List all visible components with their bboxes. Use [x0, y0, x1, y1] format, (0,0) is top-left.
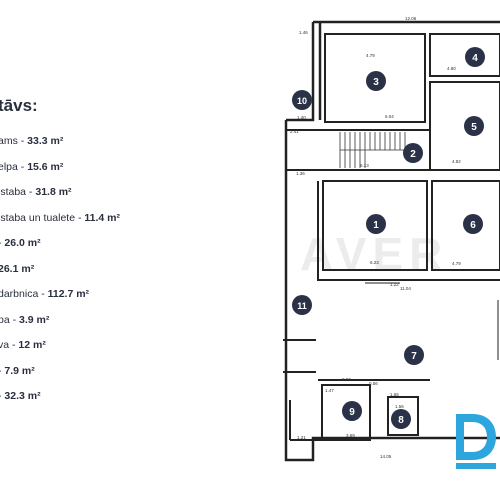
legend-item-label: darbnica -: [0, 288, 48, 300]
dim-label: 2.53: [342, 377, 351, 382]
room-badge-3: 3: [366, 71, 386, 91]
legend-item-area: 32.3 m²: [4, 390, 41, 402]
staircase: [339, 132, 410, 168]
svg-text:3: 3: [373, 77, 379, 88]
inner-walls: [283, 33, 500, 441]
room-badge-4: 4: [465, 47, 485, 67]
legend-item-label: elpa -: [0, 160, 28, 173]
dim-label: 1.46: [299, 30, 308, 35]
legend-item: ams - 33.3 m²: [0, 135, 63, 147]
dim-label: 1.47: [325, 388, 334, 393]
legend-item-label: ams -: [0, 135, 28, 147]
legend-item: - 26.0 m²: [0, 237, 41, 249]
dim-label: 4.82: [452, 159, 461, 164]
room-badge-10: 10: [292, 90, 312, 110]
legend-item-area: 33.3 m²: [27, 135, 64, 147]
dim-label: 3.69: [346, 433, 355, 438]
room-badge-1: 1: [366, 214, 386, 234]
legend-item: elpa - 15.6 m²: [0, 161, 63, 173]
svg-text:9: 9: [349, 407, 355, 418]
legend-item: - 7.9 m²: [0, 365, 35, 377]
dim-label: 6.13: [360, 163, 369, 168]
dim-label: 0.56: [369, 381, 378, 386]
window-marks: [336, 282, 499, 381]
legend-item-label: -: [0, 365, 4, 377]
legend-item-label: istaba un tualete -: [0, 211, 85, 224]
legend-item-area: 15.6 m²: [27, 160, 64, 173]
dim-label: 4.79: [452, 261, 461, 266]
room-badge-5: 5: [464, 116, 484, 136]
legend-item: 26.1 m²: [0, 263, 34, 275]
legend-item-label: -: [0, 237, 4, 249]
legend-title: tāvs:: [0, 96, 38, 115]
legend-item-area: 31.8 m²: [35, 186, 72, 198]
floor-plan: AVER: [283, 16, 500, 462]
dim-label: 1.40: [297, 115, 306, 120]
dim-label: 1.65: [390, 392, 399, 397]
room-badge-11: 11: [292, 295, 312, 315]
d-letter-logo-icon: [456, 414, 496, 469]
legend-item: pa - 3.9 m²: [0, 314, 49, 326]
legend-item: va - 12 m²: [0, 339, 46, 351]
legend-item-area: 26.0 m²: [4, 237, 41, 249]
legend-item-area: 112.7 m²: [47, 288, 90, 300]
legend-item: - 32.3 m²: [0, 390, 41, 402]
legend-item-label: pa -: [0, 313, 20, 326]
svg-text:2: 2: [410, 149, 416, 160]
room-legend: tāvs: ams - 33.3 m² elpa - 15.6 m² istaba …: [0, 96, 120, 402]
dim-label: 4.79: [366, 53, 375, 58]
dim-label: 11.04: [400, 286, 411, 291]
legend-item-area: 3.9 m²: [19, 313, 50, 326]
svg-text:11: 11: [297, 301, 307, 311]
dim-label: 1.36: [296, 171, 305, 176]
room-badge-6: 6: [463, 214, 483, 234]
dimension-labels: 12.06 1.46 4.79 4.80 6.04 4.82 6.13 6.23…: [290, 16, 461, 459]
room-badges: 3 4 10 5 2 1 6 11 7 9 8: [292, 47, 485, 429]
dim-bottom-total: 14.05: [380, 454, 392, 459]
room-badge-9: 9: [342, 401, 362, 421]
legend-item-label: -: [0, 390, 4, 402]
legend-item-area: 12 m²: [18, 339, 46, 351]
dim-label: 1.22: [390, 282, 399, 287]
legend-item-label: istaba -: [0, 186, 36, 198]
room-badge-8: 8: [391, 409, 411, 429]
svg-text:7: 7: [411, 351, 417, 362]
legend-item-area: 11.4 m²: [84, 211, 120, 224]
svg-text:8: 8: [398, 415, 404, 426]
svg-text:6: 6: [470, 220, 476, 231]
svg-text:5: 5: [471, 122, 477, 133]
dim-label: 6.04: [385, 114, 394, 119]
room-badge-7: 7: [404, 345, 424, 365]
legend-item-area: 26.1 m²: [0, 262, 35, 275]
legend-item: istaba un tualete - 11.4 m²: [0, 212, 120, 224]
dim-label: 4.80: [447, 66, 456, 71]
dim-label: 1.21: [297, 435, 306, 440]
dim-label: 2.41: [290, 129, 299, 134]
legend-item-label: va -: [0, 339, 19, 351]
legend-item-area: 7.9 m²: [4, 364, 35, 377]
legend-item: darbnica - 112.7 m²: [0, 288, 89, 300]
room-badge-2: 2: [403, 143, 423, 163]
outer-walls: [284, 20, 500, 462]
dim-label: 6.23: [370, 260, 379, 265]
legend-item: istaba - 31.8 m²: [0, 186, 72, 198]
svg-text:10: 10: [297, 96, 307, 106]
dim-label: 1.56: [395, 404, 404, 409]
svg-text:1: 1: [373, 220, 379, 231]
svg-text:4: 4: [472, 53, 478, 64]
dim-top-total: 12.06: [405, 16, 417, 21]
